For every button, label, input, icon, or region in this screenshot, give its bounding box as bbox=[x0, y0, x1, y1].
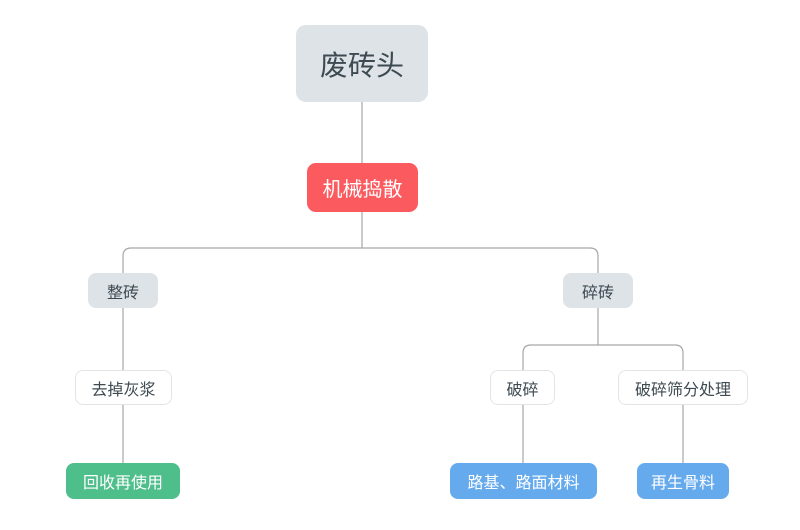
node-crush[interactable]: 破碎 bbox=[490, 370, 555, 405]
node-broken-brick[interactable]: 碎砖 bbox=[563, 273, 633, 308]
node-whole-brick[interactable]: 整砖 bbox=[88, 273, 158, 308]
node-remove-mortar[interactable]: 去掉灰浆 bbox=[75, 370, 172, 405]
connector-split-right bbox=[362, 247, 599, 273]
connector-broken-split-left bbox=[522, 344, 598, 370]
node-road-material[interactable]: 路基、路面材料 bbox=[450, 463, 597, 499]
node-recycle-reuse[interactable]: 回收再使用 bbox=[66, 463, 180, 499]
connector-broken-split-right bbox=[598, 344, 684, 370]
node-crush-screening[interactable]: 破碎筛分处理 bbox=[618, 370, 748, 405]
node-recycled-aggregate[interactable]: 再生骨料 bbox=[637, 463, 729, 499]
node-waste-brick[interactable]: 废砖头 bbox=[296, 25, 428, 102]
connector-split-left bbox=[122, 247, 362, 273]
node-mechanical-breaking[interactable]: 机械捣散 bbox=[307, 163, 418, 212]
